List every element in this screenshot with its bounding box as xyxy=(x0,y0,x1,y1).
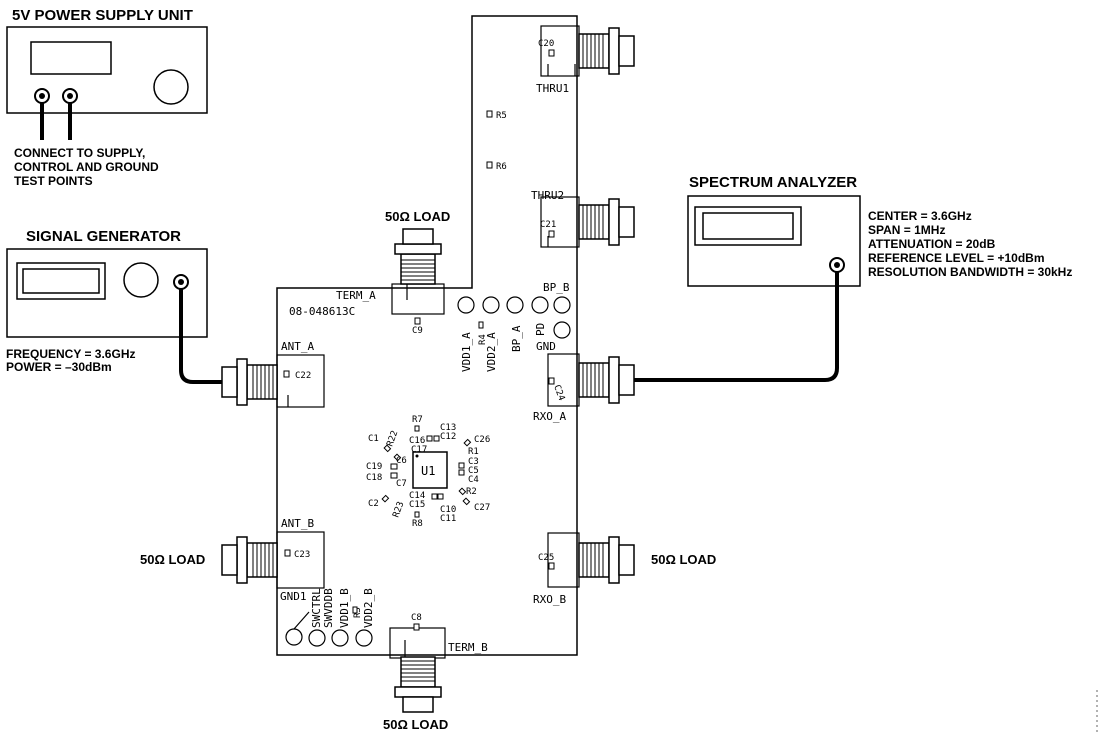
r2-label: R2 xyxy=(466,487,477,497)
analyzer-reference-level: REFERENCE LEVEL = +10dBm xyxy=(868,251,1045,265)
r3-label: R3 xyxy=(353,607,363,618)
rxo-a-connector xyxy=(578,356,635,404)
test-point-vdd1-a xyxy=(457,296,475,314)
c18-label: C18 xyxy=(366,473,382,483)
c8-label: C8 xyxy=(411,613,422,623)
pd-label: PD xyxy=(534,323,547,336)
load-label-rxo-b: 50Ω LOAD xyxy=(651,552,716,567)
rxo-a-label: RXO_A xyxy=(533,410,566,423)
analyzer-center: CENTER = 3.6GHz xyxy=(868,209,972,223)
vdd1-b-label: VDD1_B xyxy=(338,588,351,628)
bp-a-label: BP_A xyxy=(510,325,523,352)
swctrl-label: SWCTRL xyxy=(310,588,323,628)
load-label-term-b: 50Ω LOAD xyxy=(383,717,448,732)
psu-title: 5V POWER SUPPLY UNIT xyxy=(12,7,193,24)
analyzer-span: SPAN = 1MHz xyxy=(868,223,945,237)
c17-label: C17 xyxy=(411,445,427,455)
test-point-vdd1-b xyxy=(355,629,373,647)
thru2-label: THRU2 xyxy=(531,189,564,202)
test-point-vdd2-a xyxy=(482,296,500,314)
ant-a-connector xyxy=(221,358,278,406)
load-label-term-a: 50Ω LOAD xyxy=(385,209,450,224)
test-point-bp-b xyxy=(553,296,571,314)
c2-label: C2 xyxy=(368,499,379,509)
c9-label: C9 xyxy=(412,326,423,336)
siggen-title: SIGNAL GENERATOR xyxy=(26,228,181,245)
ant-b-label: ANT_B xyxy=(281,517,314,530)
u1-label: U1 xyxy=(421,464,435,478)
bp-b-label: BP_B xyxy=(543,281,570,294)
load-label-ant-b: 50Ω LOAD xyxy=(140,552,205,567)
c4-label: C4 xyxy=(468,475,479,485)
psu-note-2: CONTROL AND GROUND xyxy=(14,160,159,174)
psu-note-1: CONNECT TO SUPPLY, xyxy=(14,146,145,160)
ant-a-label: ANT_A xyxy=(281,340,314,353)
c27-label: C27 xyxy=(474,503,490,513)
siggen-power: POWER = –30dBm xyxy=(6,360,112,374)
c16-label: C16 xyxy=(409,436,425,446)
c26-label: C26 xyxy=(474,435,490,445)
thru2-connector xyxy=(578,198,635,246)
thru1-connector xyxy=(578,27,635,75)
vdd1-a-label: VDD1_A xyxy=(460,332,473,372)
psu-display xyxy=(30,41,112,75)
c19-label: C19 xyxy=(366,462,382,472)
c11-label: C11 xyxy=(440,514,456,524)
r5-label: R5 xyxy=(496,111,507,121)
siggen-frequency: FREQUENCY = 3.6GHz xyxy=(6,347,135,361)
c5-label: C5 xyxy=(468,466,479,476)
test-point-bp-a xyxy=(506,296,524,314)
ant-b-connector xyxy=(221,536,278,584)
term-b-connector xyxy=(394,656,442,713)
r1-label: R1 xyxy=(468,447,479,457)
swvddb-label: SWVDDB xyxy=(322,588,335,628)
c22-label: C22 xyxy=(295,371,311,381)
siggen-cable xyxy=(179,289,225,384)
r4-label: R4 xyxy=(478,334,488,345)
evaluation-board xyxy=(276,15,578,656)
c3-label: C3 xyxy=(468,457,479,467)
analyzer-cable xyxy=(633,272,839,382)
c12-label: C12 xyxy=(440,432,456,442)
r7-label: R7 xyxy=(412,415,423,425)
c20-label: C20 xyxy=(538,39,554,49)
c14-label: C14 xyxy=(409,491,425,501)
c25-label: C25 xyxy=(538,553,554,563)
r6-label: R6 xyxy=(496,162,507,172)
psu-note-3: TEST POINTS xyxy=(14,174,93,188)
test-point-pd xyxy=(531,296,549,314)
gnd-label: GND xyxy=(536,340,556,353)
analyzer-title: SPECTRUM ANALYZER xyxy=(689,174,857,191)
c21-label: C21 xyxy=(540,220,556,230)
board-id: 08-048613C xyxy=(289,305,355,318)
c15-label: C15 xyxy=(409,500,425,510)
siggen-knob xyxy=(123,262,159,298)
test-point-gnd1 xyxy=(285,628,303,646)
rxo-b-label: RXO_B xyxy=(533,593,566,606)
term-a-connector xyxy=(394,228,442,285)
term-a-label: TERM_A xyxy=(336,289,376,302)
thru1-label: THRU1 xyxy=(536,82,569,95)
test-point-swctrl xyxy=(308,629,326,647)
vdd2-a-label: VDD2_A xyxy=(485,332,498,372)
vdd2-b-label: VDD2_B xyxy=(362,588,375,628)
r8-label: R8 xyxy=(412,519,423,529)
test-point-gnd xyxy=(553,321,571,339)
c10-label: C10 xyxy=(440,505,456,515)
gnd1-label: GND1 xyxy=(280,590,307,603)
analyzer-rbw: RESOLUTION BANDWIDTH = 30kHz xyxy=(868,265,1072,279)
c7-label: C7 xyxy=(396,479,407,489)
psu-knob xyxy=(153,69,189,105)
u1-chip xyxy=(412,451,448,489)
c23-label: C23 xyxy=(294,550,310,560)
c13-label: C13 xyxy=(440,423,456,433)
c1-label: C1 xyxy=(368,434,379,444)
rxo-b-connector xyxy=(578,536,635,584)
term-b-label: TERM_B xyxy=(448,641,488,654)
test-point-swvddb xyxy=(331,629,349,647)
analyzer-attenuation: ATTENUATION = 20dB xyxy=(868,237,996,251)
c6-label: C6 xyxy=(396,456,407,466)
